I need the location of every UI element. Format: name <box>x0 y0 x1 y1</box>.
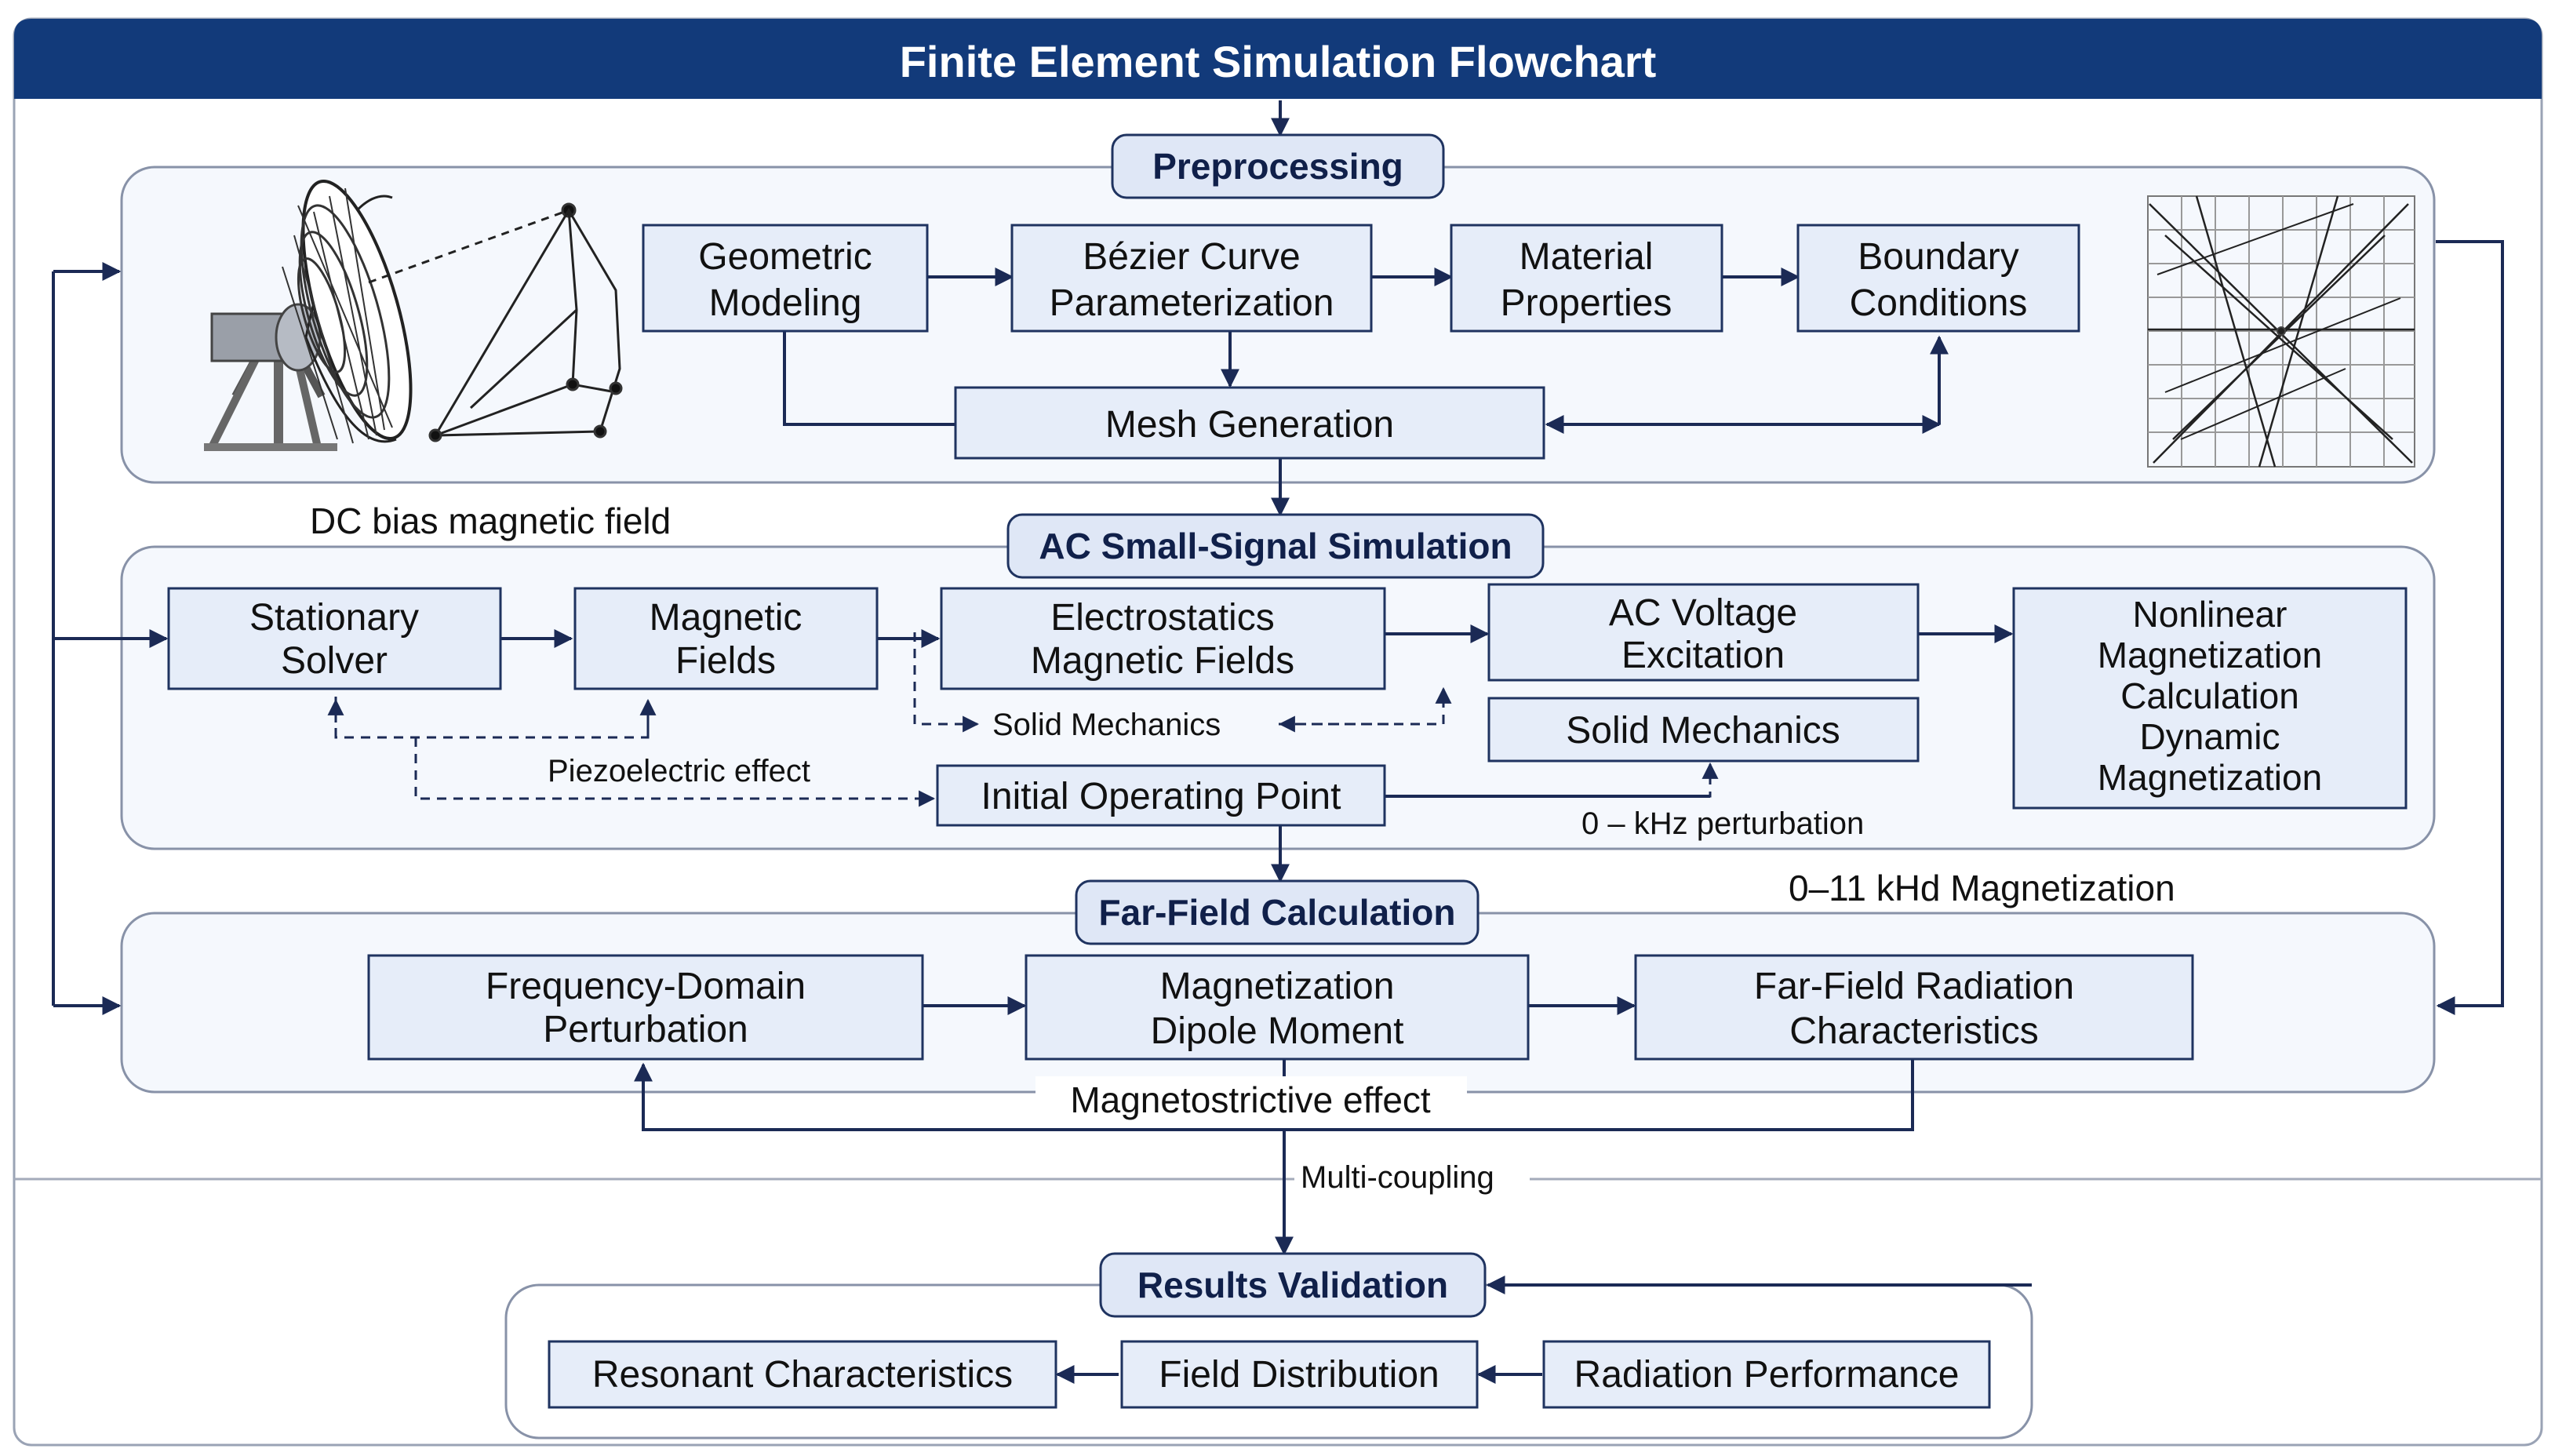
label-dc-bias: DC bias magnetic field <box>310 500 671 541</box>
svg-text:Material: Material <box>1520 236 1654 278</box>
connectors <box>52 100 2504 1384</box>
diagram-title: Finite Element Simulation Flowchart <box>900 37 1657 86</box>
label-khd-magnetization: 0–11 kHd Magnetization <box>1789 868 2175 908</box>
dashed-piezo-to-initial <box>414 737 936 807</box>
svg-text:Modeling: Modeling <box>709 282 862 324</box>
section-pill-results-validation: Results Validation <box>1099 1252 1487 1318</box>
dashed-perturbation-to-solid <box>1640 762 1719 798</box>
svg-text:Magnetic: Magnetic <box>650 597 803 639</box>
node-electrostatics-magnetic-fields: Electrostatics Magnetic Fields <box>940 587 1386 690</box>
svg-text:Fields: Fields <box>675 640 776 682</box>
svg-text:Field Distribution: Field Distribution <box>1159 1354 1439 1396</box>
svg-text:Mesh Generation: Mesh Generation <box>1105 404 1394 446</box>
line-geometric-to-mesh <box>783 331 955 426</box>
dashed-electrostatics-to-solid <box>913 632 980 733</box>
label-perturbation: 0 – kHz perturbation <box>1581 806 1864 841</box>
svg-text:AC Small-Signal Simulation: AC Small-Signal Simulation <box>1039 526 1512 566</box>
svg-text:Dipole Moment: Dipole Moment <box>1151 1010 1404 1052</box>
node-nonlinear-magnetization: Nonlinear Magnetization Calculation Dyna… <box>2012 587 2408 810</box>
svg-text:Magnetic Fields: Magnetic Fields <box>1031 640 1294 682</box>
mesh-grid-icon <box>2147 195 2415 468</box>
label-multi-coupling: Multi-coupling <box>1301 1160 1494 1195</box>
svg-text:Solver: Solver <box>281 640 388 682</box>
node-far-field-radiation: Far-Field Radiation Characteristics <box>1634 954 2194 1061</box>
svg-text:Frequency-Domain: Frequency-Domain <box>486 966 806 1007</box>
svg-text:Resonant Characteristics: Resonant Characteristics <box>592 1354 1013 1396</box>
svg-text:Magnetization: Magnetization <box>2098 757 2322 798</box>
node-solid-mechanics: Solid Mechanics <box>1487 697 1920 763</box>
label-magnetostrictive: Magnetostrictive effect <box>1070 1079 1431 1120</box>
label-solid-mechanics: Solid Mechanics <box>992 708 1221 742</box>
svg-text:Characteristics: Characteristics <box>1789 1010 2038 1052</box>
title-bar <box>14 19 2542 99</box>
right-feedback-rail <box>2436 240 2504 1015</box>
svg-text:Nonlinear: Nonlinear <box>2133 594 2287 635</box>
svg-text:Preprocessing: Preprocessing <box>1152 146 1403 187</box>
node-magnetization-dipole-moment: Magnetization Dipole Moment <box>1025 954 1530 1061</box>
node-magnetic-fields: Magnetic Fields <box>573 587 879 690</box>
label-bg-magnetostrictive <box>1035 1076 1467 1120</box>
svg-text:Bézier Curve: Bézier Curve <box>1083 236 1300 278</box>
svg-text:Calculation: Calculation <box>2120 675 2299 716</box>
svg-text:Initial Operating Point: Initial Operating Point <box>981 776 1341 817</box>
node-radiation-performance: Radiation Performance <box>1542 1340 1991 1409</box>
svg-text:Magnetization: Magnetization <box>2098 635 2322 675</box>
node-ac-voltage-excitation: AC Voltage Excitation <box>1487 583 1920 682</box>
svg-text:Radiation Performance: Radiation Performance <box>1574 1354 1960 1396</box>
svg-text:Properties: Properties <box>1501 282 1672 324</box>
magnetostrictive-loop <box>634 1059 1914 1131</box>
svg-text:Far-Field Calculation: Far-Field Calculation <box>1099 892 1456 933</box>
dashed-connectors <box>327 632 1719 807</box>
node-boundary-conditions: Boundary Conditions <box>1796 224 2080 333</box>
label-piezoelectric: Piezoelectric effect <box>548 754 810 788</box>
svg-text:Parameterization: Parameterization <box>1050 282 1334 324</box>
section-pill-ac-small-signal: AC Small-Signal Simulation <box>1006 513 1545 579</box>
svg-text:AC Voltage: AC Voltage <box>1609 592 1797 634</box>
node-material-properties: Material Properties <box>1450 224 1723 333</box>
node-field-distribution: Field Distribution <box>1120 1340 1479 1409</box>
node-bezier-parameterization: Bézier Curve Parameterization <box>1010 224 1373 333</box>
section-pill-far-field: Far-Field Calculation <box>1075 879 1479 945</box>
label-bg-multi-coupling <box>1294 1157 1530 1198</box>
svg-text:Perturbation: Perturbation <box>543 1009 748 1050</box>
svg-text:Conditions: Conditions <box>1850 282 2028 324</box>
node-initial-operating-point: Initial Operating Point <box>936 764 1386 827</box>
svg-text:Results Validation: Results Validation <box>1137 1265 1448 1305</box>
dish-antenna-icon <box>204 179 623 451</box>
svg-text:Geometric: Geometric <box>698 236 872 278</box>
svg-text:Solid Mechanics: Solid Mechanics <box>1566 710 1840 752</box>
svg-text:Magnetization: Magnetization <box>1160 966 1395 1007</box>
node-geometric-modeling: Geometric Modeling <box>642 224 929 333</box>
svg-text:Boundary: Boundary <box>1858 236 2018 278</box>
svg-text:Excitation: Excitation <box>1621 635 1785 676</box>
svg-text:Electrostatics: Electrostatics <box>1050 597 1274 639</box>
node-mesh-generation: Mesh Generation <box>954 386 1545 460</box>
svg-text:Far-Field Radiation: Far-Field Radiation <box>1754 966 2074 1007</box>
svg-text:Dynamic: Dynamic <box>2140 716 2280 757</box>
node-frequency-domain-perturbation: Frequency-Domain Perturbation <box>367 954 924 1061</box>
node-stationary-solver: Stationary Solver <box>167 587 502 690</box>
svg-text:Stationary: Stationary <box>249 597 419 639</box>
section-pill-preprocessing: Preprocessing <box>1111 133 1445 199</box>
node-resonant-characteristics: Resonant Characteristics <box>548 1340 1057 1409</box>
